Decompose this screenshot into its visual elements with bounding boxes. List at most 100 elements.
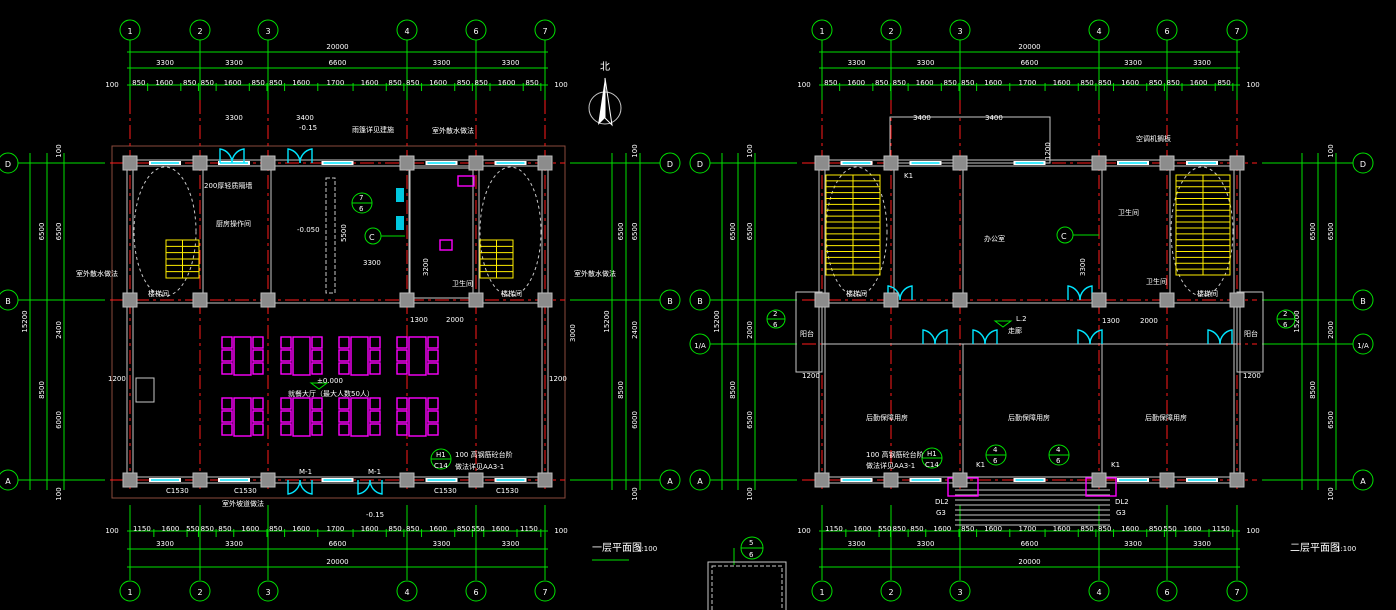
chair [338,397,350,410]
dim-text: 850 [1149,525,1162,533]
dim-text: 1600 [429,525,447,533]
axis-bubble [1156,580,1178,602]
chair [369,423,381,436]
structural-column [814,292,830,308]
dim-text: 850 [183,79,196,87]
dim-text: 1600 [1053,79,1071,87]
dining-table-group [280,336,323,376]
room-label-stair: 楼梯间 [148,289,169,298]
axis-label: 1 [819,588,824,597]
dim-text: 1700 [327,79,345,87]
chair [338,410,350,423]
callout-bottom: 6 [359,205,364,213]
dim-text: 100 [746,487,754,500]
axis-label: 2 [197,588,202,597]
callout-note: 100 高钢筋砼台阶 [866,450,924,459]
chair [221,362,233,375]
door-swing [984,329,998,345]
dim-text: 3300 [225,59,243,67]
dim-text: 3300 [502,540,520,548]
dim-text: 20000 [1018,43,1040,51]
axis-label: 2 [197,27,202,36]
dim-text: 1600 [916,79,934,87]
dim-text: 850 [824,79,837,87]
dim-text: 1600 [491,525,509,533]
dim-text: 1600 [1121,525,1139,533]
chair [427,423,439,436]
callout-top: 7 [359,194,363,202]
dim-text: 20000 [326,43,348,51]
roof-outline [111,145,566,499]
detail-ref-bottom: 6 [749,551,754,559]
dim-text: 550 [878,525,891,533]
room-label-activity: 后勤保障用房 [1145,413,1187,422]
plan-title: 一层平面图 [592,542,642,554]
dim-text: 2000 [1327,321,1335,339]
kitchen-sink-icon [396,216,404,230]
dim-text: 100 [1246,81,1259,89]
tag: G3 [1116,509,1126,517]
dim-text: 850 [1217,79,1230,87]
dim-text: 850 [251,79,264,87]
dim-text: 3300 [156,59,174,67]
structural-column [1159,292,1175,308]
room-label-balcony: 阳台 [800,329,814,338]
dim-text: 100 [554,527,567,535]
structural-column [537,155,553,171]
chair [369,362,381,375]
dim-text: 2000 [746,321,754,339]
detail-callout-h1: H1 C14 100 高钢筋砼台阶 做法详见AA3-1 [866,447,943,470]
door-swing [922,329,936,345]
detail-callout-7-6: 7 6 [351,192,373,214]
north-label: 北 [600,61,610,73]
dim-text: 3300 [433,540,451,548]
axis-bubble-c: C [1056,226,1099,244]
dim-text: 850 [1098,79,1111,87]
axis-label: A [1360,477,1366,486]
structural-column [399,292,415,308]
axis-bubble [257,580,279,602]
axis-label: 6 [473,588,478,597]
dim-text: 3000 [569,324,577,342]
room-label-corridor: 走廊 [1008,326,1022,335]
chair [280,423,292,436]
room-label-activity: 后勤保障用房 [1008,413,1050,422]
dim-text: 1600 [1121,79,1139,87]
dim-text: 6500 [729,223,737,241]
axis-bubble [1156,19,1178,41]
dim-text: 3400 [913,114,931,122]
dim-text: 1700 [327,525,345,533]
plan-scale: 1:100 [637,545,657,553]
chair [311,410,323,423]
door-swing [357,479,371,495]
dim-text: 6600 [329,59,347,67]
stair-turning-circle [133,166,197,297]
exterior-wall [126,159,549,484]
chair [369,410,381,423]
exterior-wall [132,165,543,478]
dim-text: 1600 [292,525,310,533]
note: 雨篷详见建施 [352,125,394,134]
dim-text: 550 [186,525,199,533]
axis-bubble [811,580,833,602]
window-tag: C1530 [166,487,189,495]
axis-bubble [949,19,971,41]
dim-text: 850 [406,79,419,87]
chair [427,397,439,410]
axis-label: B [5,297,11,306]
dim-text: 3300 [363,259,381,267]
dining-table-group [221,336,264,376]
callout-label: C [1061,232,1067,241]
room-note: 厨房操作间 [216,219,251,228]
chair [427,362,439,375]
structural-column [1159,472,1175,488]
dim-text: 8500 [729,381,737,399]
room-label-stair: 楼梯间 [501,289,522,298]
note: 室外坡道做法 [222,499,264,508]
dim-text: 100 [1246,527,1259,535]
dim-text: 1600 [162,525,180,533]
chair [221,397,233,410]
chair [396,410,408,423]
callout-note: 做法详见AA3-1 [455,462,504,471]
